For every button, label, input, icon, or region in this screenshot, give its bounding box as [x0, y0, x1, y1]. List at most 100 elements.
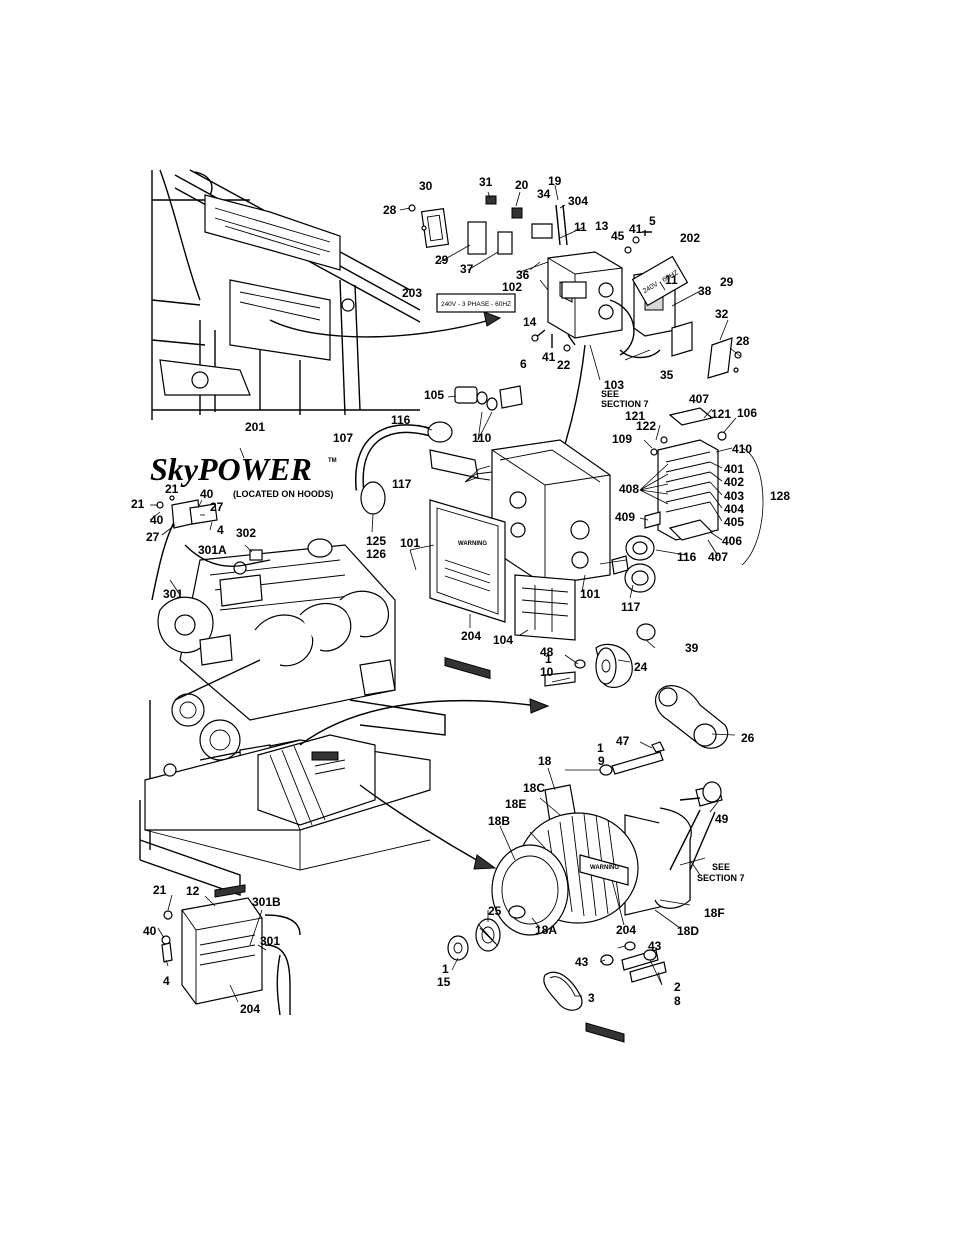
- label-409: 409: [615, 510, 635, 524]
- label-3: 3: [588, 991, 595, 1005]
- label-406: 406: [722, 534, 742, 548]
- engine-drawing: [139, 538, 446, 896]
- label-301B: 301B: [252, 895, 281, 909]
- label-48: 48: [540, 645, 554, 659]
- label-11: 11: [574, 220, 587, 234]
- see-section-7-top-a: SEE: [601, 389, 619, 399]
- label-29b: 29: [720, 275, 734, 289]
- label-204c: 204: [240, 1002, 260, 1016]
- label-38: 38: [698, 284, 712, 298]
- schematic-decal-104: [514, 574, 576, 641]
- label-116b: 116: [677, 550, 697, 564]
- label-9: 9: [598, 754, 605, 768]
- label-29: 29: [435, 253, 449, 267]
- label-47: 47: [616, 734, 630, 748]
- label-19: 19: [548, 174, 562, 188]
- label-40c: 40: [143, 924, 157, 938]
- label-41: 41: [629, 222, 643, 236]
- label-117: 117: [392, 477, 412, 491]
- skypower-logo-201: SkyPOWER TM (LOCATED ON HOODS): [150, 451, 337, 499]
- terminal-cover-204: WARNING: [429, 499, 506, 680]
- label-408: 408: [619, 482, 639, 496]
- label-122: 122: [636, 419, 656, 433]
- label-43b: 43: [575, 955, 589, 969]
- label-407: 407: [689, 392, 709, 406]
- voltage-plate-202: 240V - 60HZ: [631, 255, 689, 307]
- label-301: 301: [163, 587, 183, 601]
- label-21b: 21: [131, 497, 145, 511]
- label-26: 26: [741, 731, 755, 745]
- platform-frame-drawing: [151, 169, 421, 420]
- label-106: 106: [737, 406, 757, 420]
- wiring-harness-301: [151, 495, 271, 601]
- label-117b: 117: [621, 600, 641, 614]
- relay-and-fittings: [454, 385, 523, 411]
- arrowhead-icon: [529, 698, 550, 714]
- label-107: 107: [333, 431, 353, 445]
- label-104: 104: [493, 633, 513, 647]
- label-202: 202: [680, 231, 700, 245]
- terminal-box: [491, 439, 611, 586]
- label-22: 22: [557, 358, 571, 372]
- label-102: 102: [502, 280, 522, 294]
- label-125: 125: [366, 534, 386, 548]
- label-404: 404: [724, 502, 744, 516]
- label-128: 128: [770, 489, 790, 503]
- label-41b: 41: [542, 350, 556, 364]
- voltage-plate-203: 240V - 3 PHASE - 60HZ: [436, 293, 516, 313]
- label-121b: 121: [711, 407, 731, 421]
- logo-note: (LOCATED ON HOODS): [233, 489, 333, 499]
- label-18B: 18B: [488, 814, 510, 828]
- label-11b: 11: [665, 273, 678, 287]
- label-204: 204: [461, 629, 481, 643]
- terminal-strip-128: [639, 407, 764, 566]
- label-302: 302: [236, 526, 256, 540]
- label-6: 6: [520, 357, 527, 371]
- label-101: 101: [400, 536, 420, 550]
- control-module-12: [161, 884, 301, 1016]
- label-203: 203: [402, 286, 422, 300]
- label-37: 37: [460, 262, 474, 276]
- arrowhead-icon: [483, 311, 502, 327]
- label-110: 110: [472, 431, 492, 445]
- callout-arrow-switchbox: [269, 319, 491, 338]
- cable-glands: [611, 535, 656, 593]
- alternator-warning-text: WARNING: [590, 865, 619, 871]
- label-126: 126: [366, 547, 386, 561]
- label-103: 103: [604, 378, 624, 392]
- label-5: 5: [649, 214, 656, 228]
- label-21: 21: [165, 482, 179, 496]
- label-301A: 301A: [198, 543, 227, 557]
- cover-warning-text: WARNING: [458, 541, 487, 547]
- label-403: 403: [724, 489, 744, 503]
- label-4b: 4: [163, 974, 170, 988]
- label-1c: 1: [442, 962, 449, 976]
- label-105: 105: [424, 388, 444, 402]
- label-34: 34: [537, 187, 551, 201]
- label-405: 405: [724, 515, 744, 529]
- label-28: 28: [383, 203, 397, 217]
- generator-on-engine: [257, 734, 376, 831]
- label-27: 27: [210, 500, 224, 514]
- label-39: 39: [685, 641, 699, 655]
- label-40b: 40: [150, 513, 164, 527]
- label-13: 13: [595, 219, 609, 233]
- see-section-7-bottom-a: SEE: [712, 862, 730, 872]
- belt-tensioner-26: [599, 685, 729, 776]
- label-45: 45: [611, 229, 625, 243]
- label-21c: 21: [153, 883, 167, 897]
- drive-belt-3: [543, 971, 583, 1011]
- label-10: 10: [540, 665, 554, 679]
- label-18: 18: [538, 754, 552, 768]
- see-section-7-top-b: SECTION 7: [601, 399, 649, 409]
- label-20: 20: [515, 178, 529, 192]
- label-304: 304: [568, 194, 588, 208]
- label-35: 35: [660, 368, 674, 382]
- label-25: 25: [488, 904, 502, 918]
- label-36: 36: [516, 268, 530, 282]
- label-43: 43: [648, 939, 662, 953]
- label-402: 402: [724, 475, 744, 489]
- label-32: 32: [715, 307, 729, 321]
- label-18F: 18F: [704, 906, 725, 920]
- label-28b: 28: [736, 334, 750, 348]
